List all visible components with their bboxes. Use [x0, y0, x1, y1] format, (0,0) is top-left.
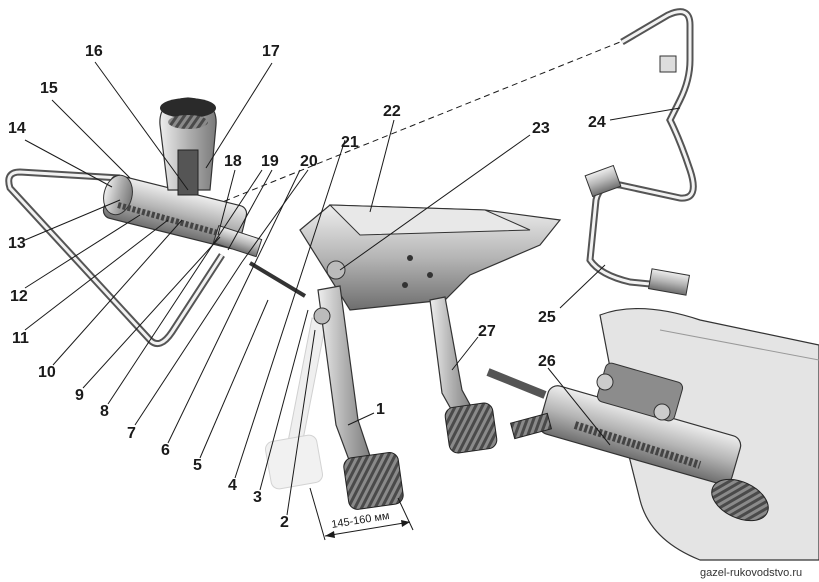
callout-20: 20 [300, 153, 318, 170]
clutch-pedal [313, 260, 404, 510]
brake-pedal [429, 296, 498, 454]
callout-7: 7 [127, 425, 136, 442]
callout-1: 1 [376, 401, 385, 418]
dimension-label: 145-160 мм [331, 510, 391, 531]
callout-24: 24 [588, 114, 606, 131]
callout-26: 26 [538, 353, 556, 370]
callout-25: 25 [538, 309, 556, 326]
callout-18: 18 [224, 153, 242, 170]
callout-6: 6 [161, 442, 170, 459]
callout-numbers: 1 2 3 4 5 6 7 8 9 10 11 12 13 14 15 16 1… [8, 43, 606, 531]
callout-27: 27 [478, 323, 496, 340]
callout-19: 19 [261, 153, 279, 170]
callout-16: 16 [85, 43, 103, 60]
hydraulic-line-dashed [214, 37, 631, 206]
callout-2: 2 [280, 514, 289, 531]
fluid-reservoir [159, 97, 217, 196]
leader-lines [24, 61, 681, 516]
master-cylinder [102, 174, 307, 298]
watermark: gazel-rukovodstvo.ru [700, 567, 802, 579]
callout-12: 12 [10, 288, 28, 305]
pipe-fitting [584, 164, 622, 198]
clutch-pipe [586, 8, 697, 289]
callout-10: 10 [38, 364, 56, 381]
hose-end-fitting [647, 268, 691, 296]
pedal-bracket [299, 204, 562, 311]
callout-14: 14 [8, 120, 26, 137]
callout-8: 8 [100, 403, 109, 420]
callout-9: 9 [75, 387, 84, 404]
slave-cylinder [486, 362, 769, 522]
callout-13: 13 [8, 235, 26, 252]
callout-23: 23 [532, 120, 550, 137]
callout-5: 5 [193, 457, 202, 474]
callout-22: 22 [383, 103, 401, 120]
callout-15: 15 [40, 80, 58, 97]
callout-3: 3 [253, 489, 262, 506]
callout-21: 21 [341, 134, 359, 151]
callout-11: 11 [12, 330, 29, 347]
pipe-clip [659, 55, 677, 73]
callout-4: 4 [228, 477, 237, 494]
callout-17: 17 [262, 43, 280, 60]
